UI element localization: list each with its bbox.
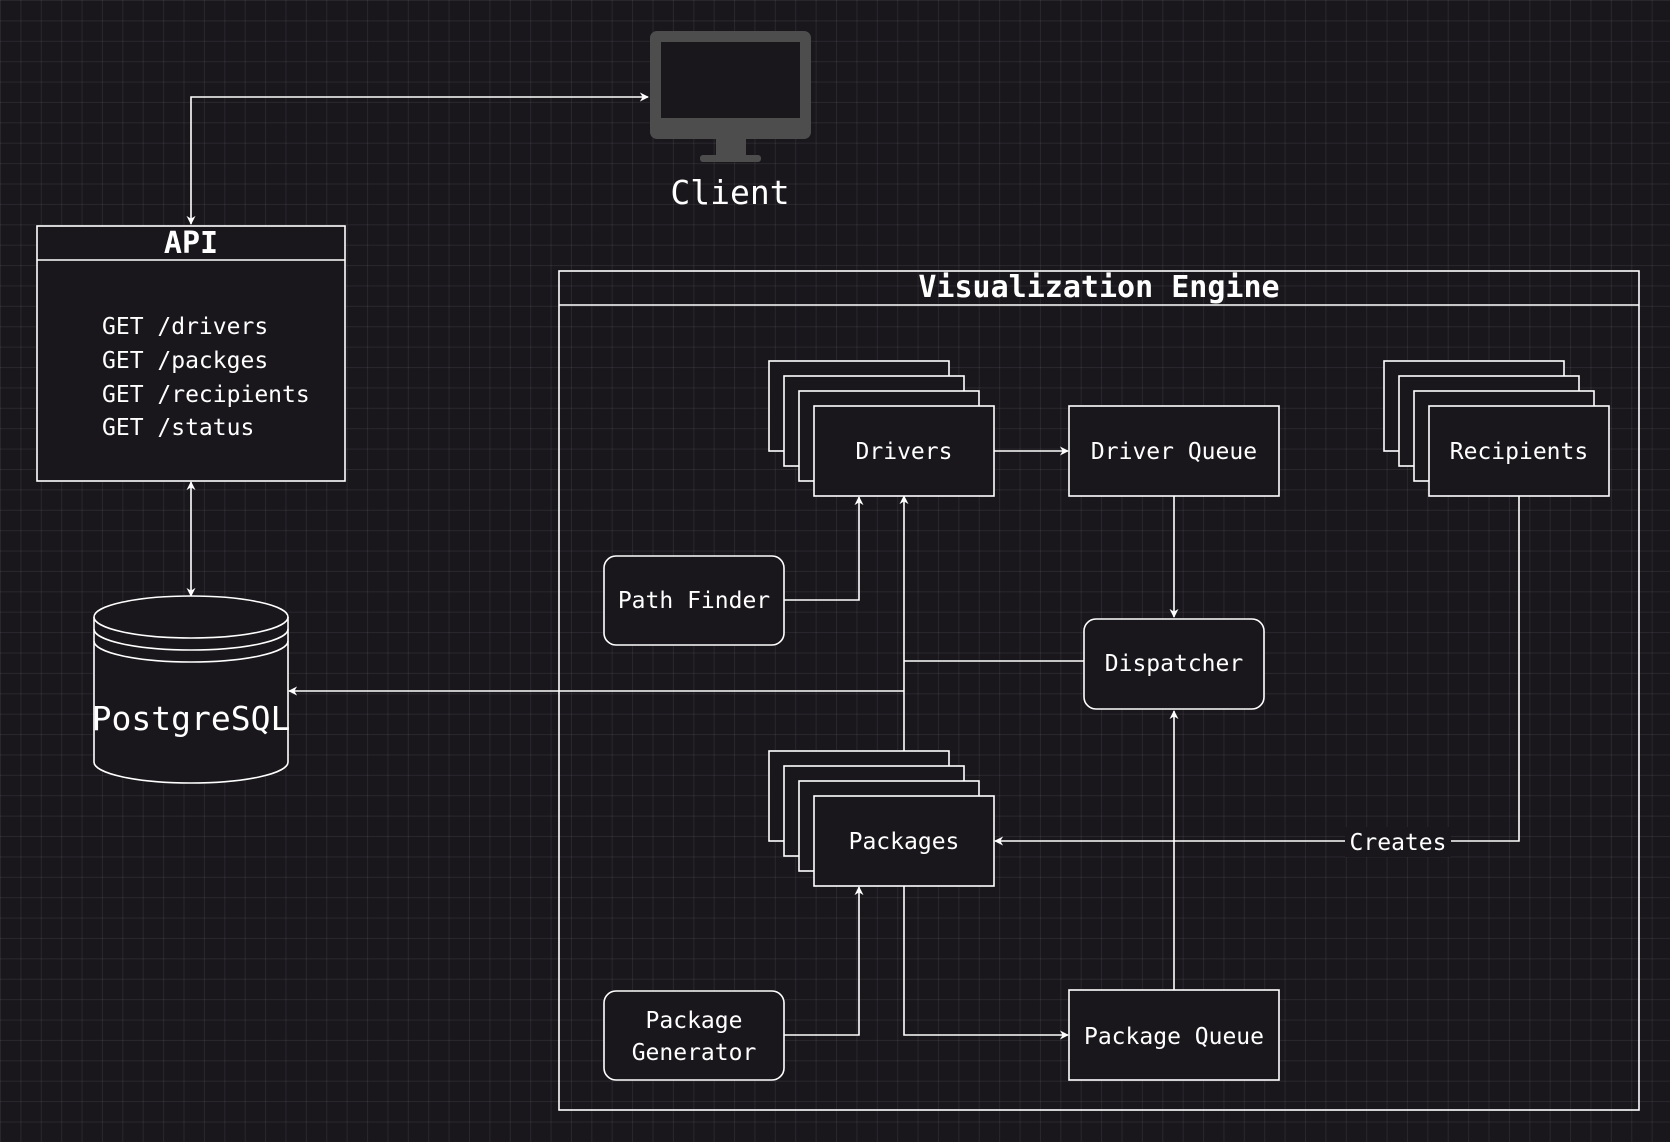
api-title: API	[164, 226, 218, 261]
postgresql-label: PostgreSQL	[92, 699, 291, 738]
path-finder-label: Path Finder	[618, 588, 770, 614]
driver-queue-box	[1068, 405, 1280, 497]
path-finder-box	[603, 555, 785, 646]
package-generator-node[interactable]: Package Generator	[603, 990, 785, 1081]
engine-frame	[558, 270, 1640, 1111]
package-generator-label-line1: Package	[646, 1008, 743, 1034]
recipients-label: Recipients	[1450, 439, 1588, 465]
package-generator-box	[603, 990, 785, 1081]
connectors	[186, 92, 1520, 1040]
drivers-box	[813, 405, 995, 497]
creates-label: Creates	[1350, 830, 1447, 856]
package-queue-label: Package Queue	[1084, 1024, 1264, 1050]
package-queue-node[interactable]: Package Queue	[1068, 989, 1280, 1081]
recipients-node[interactable]: Recipients	[1383, 360, 1610, 497]
dispatcher-box	[1083, 618, 1265, 710]
monitor-icon	[650, 31, 811, 162]
postgresql-node[interactable]: PostgreSQL	[92, 595, 291, 784]
dispatcher-label: Dispatcher	[1105, 651, 1243, 677]
package-queue-box	[1068, 989, 1280, 1081]
packages-box	[813, 795, 995, 887]
api-endpoint: GET /drivers	[102, 314, 268, 340]
api-box[interactable]: API GET /drivers GET /packges GET /recip…	[36, 225, 346, 482]
edge-pathfinder-drivers	[784, 496, 864, 601]
drivers-label: Drivers	[856, 439, 953, 465]
recipients-box	[1428, 405, 1610, 497]
driver-queue-node[interactable]: Driver Queue	[1068, 405, 1280, 497]
engine-title: Visualization Engine	[918, 270, 1279, 305]
driver-queue-label: Driver Queue	[1091, 439, 1257, 465]
path-finder-node[interactable]: Path Finder	[603, 555, 785, 646]
api-box-frame	[36, 225, 346, 482]
drivers-node[interactable]: Drivers	[768, 360, 995, 497]
edge-packages-packagequeue	[903, 886, 1069, 1040]
dispatcher-node[interactable]: Dispatcher	[1083, 618, 1265, 710]
database-cylinder-icon	[93, 595, 289, 784]
visualization-engine-container: Visualization Engine	[558, 270, 1640, 1111]
packages-label: Packages	[849, 829, 960, 855]
api-endpoint: GET /status	[102, 415, 254, 441]
api-endpoint: GET /packges	[102, 348, 268, 374]
client-node[interactable]: Client	[650, 31, 811, 212]
client-label: Client	[670, 173, 789, 212]
packages-node[interactable]: Packages	[768, 750, 995, 887]
creates-label-bg	[1345, 827, 1451, 857]
edge-generator-packages	[784, 886, 864, 1036]
package-generator-label-line2: Generator	[632, 1040, 757, 1066]
edge-recipients-packages	[994, 496, 1520, 846]
edge-api-client	[186, 92, 649, 225]
api-endpoint: GET /recipients	[102, 382, 310, 408]
